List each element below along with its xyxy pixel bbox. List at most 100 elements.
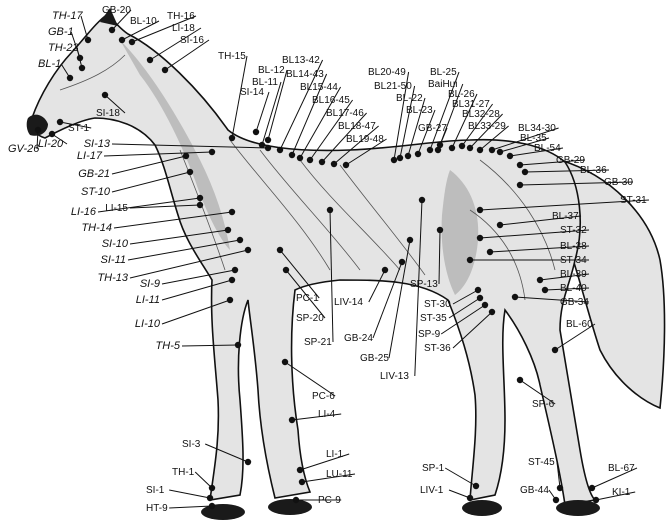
label-si9: SI-9 — [140, 278, 160, 290]
acupoint-th5 — [235, 342, 241, 348]
acupoint-ki1 — [593, 497, 599, 503]
acupoint-ht9 — [209, 503, 215, 509]
acupoint-th1 — [209, 485, 215, 491]
acupoint-sp21 — [327, 207, 333, 213]
acupoint-sp13 — [437, 227, 443, 233]
label-li1: LI-1 — [326, 449, 344, 460]
acupoint-gb30 — [517, 182, 523, 188]
label-li11: LI-11 — [136, 294, 160, 306]
label-gb27: GB-27 — [418, 123, 447, 134]
label-th15: TH-15 — [218, 51, 246, 62]
label-li4: LI-4 — [318, 409, 336, 420]
hoof-hind-left — [462, 500, 502, 516]
acupoint-bl26 — [449, 145, 455, 151]
label-si1: SI-1 — [146, 485, 165, 496]
label-gv26: GV-26 — [8, 143, 40, 155]
label-th17: TH-17 — [52, 10, 83, 22]
label-gb30: GB-30 — [604, 177, 633, 188]
acupoint-bl23 — [415, 151, 421, 157]
label-si18: SI-18 — [96, 108, 120, 119]
acupoint-gb20 — [109, 27, 115, 33]
label-bl1847: BL18-47 — [338, 121, 376, 132]
label-lu11: LU-11 — [326, 469, 353, 480]
label-bl25: BL-25 — [430, 67, 457, 78]
acupoint-li18 — [147, 57, 153, 63]
acupoint-bl1 — [67, 75, 73, 81]
label-bl3228: BL32-28 — [462, 109, 500, 120]
acupoint-pc1 — [277, 247, 283, 253]
acupoint-bl3430 — [489, 147, 495, 153]
label-gb1: GB-1 — [48, 26, 74, 38]
label-sp6: SP-6 — [532, 399, 555, 410]
leader-line — [195, 472, 212, 488]
acupoint-th16 — [129, 39, 135, 45]
label-si14: SI-14 — [240, 87, 264, 98]
acupoint-gb24 — [399, 259, 405, 265]
acupoint-si3 — [245, 459, 251, 465]
acupoint-bl1342 — [277, 147, 283, 153]
label-bl1746: BL17-46 — [326, 108, 364, 119]
label-gb44: GB-44 — [520, 485, 549, 496]
label-bl38: BL-38 — [560, 241, 587, 252]
label-bl67: BL-67 — [608, 463, 635, 474]
acupoint-bl12 — [265, 137, 271, 143]
label-bl1342: BL13-42 — [282, 55, 320, 66]
label-bl40: BL-40 — [560, 283, 587, 294]
label-bl3329: BL33-29 — [468, 121, 506, 132]
label-th14: TH-14 — [81, 222, 112, 234]
label-li18: LI-18 — [172, 23, 195, 34]
label-li10: LI-10 — [135, 318, 161, 330]
acupoint-li17 — [209, 149, 215, 155]
acupoint-bl37 — [497, 222, 503, 228]
label-th23: TH-23 — [48, 42, 79, 54]
acupoint-st45 — [557, 485, 563, 491]
acupoint-bl1645 — [307, 157, 313, 163]
acupoint-st31 — [477, 207, 483, 213]
label-si16: SI-16 — [180, 35, 204, 46]
acupoint-pc6 — [282, 359, 288, 365]
label-pc9: PC-9 — [318, 495, 341, 506]
label-st30: ST-30 — [424, 299, 451, 310]
acupoint-bl2150 — [397, 155, 403, 161]
acupoint-bl1443 — [289, 152, 295, 158]
acupoint-bl11 — [259, 142, 265, 148]
label-sp13: SP-13 — [410, 279, 438, 290]
acupoint-bl54 — [507, 153, 513, 159]
acupoint-li16 — [197, 195, 203, 201]
acupoint-bl25 — [427, 147, 433, 153]
acupoint-st32 — [477, 235, 483, 241]
label-gb34: GB-34 — [560, 297, 589, 308]
label-si13: SI-13 — [84, 138, 111, 150]
acupoint-gb21 — [183, 153, 189, 159]
acupoint-sp9 — [482, 302, 488, 308]
acupoint-st10 — [187, 169, 193, 175]
label-liv1: LIV-1 — [420, 485, 444, 496]
label-li20: LI-20 — [38, 138, 64, 150]
label-bl23: BL-23 — [406, 105, 433, 116]
label-si11: SI-11 — [101, 254, 126, 266]
label-st32: ST-32 — [560, 225, 587, 236]
label-st45: ST-45 — [528, 457, 555, 468]
acupoint-sp1 — [473, 483, 479, 489]
acupoint-sp6 — [517, 377, 523, 383]
leader-line — [169, 490, 210, 498]
label-st36: ST-36 — [424, 343, 451, 354]
label-li15: LI-15 — [105, 203, 128, 214]
acupoint-pc9 — [293, 497, 299, 503]
label-sp21: SP-21 — [304, 337, 332, 348]
label-bl37: BL-37 — [552, 211, 579, 222]
label-si10: SI-10 — [102, 238, 129, 250]
acupoint-bl36 — [522, 169, 528, 175]
acupoint-gb27 — [435, 147, 441, 153]
label-st10: ST-10 — [81, 186, 111, 198]
acupoint-gb25 — [407, 237, 413, 243]
label-th1: TH-1 — [172, 467, 195, 478]
label-st31: ST-31 — [620, 195, 647, 206]
acupoint-st1 — [57, 119, 63, 125]
label-gb25: GB-25 — [360, 353, 389, 364]
acupoint-gb1 — [77, 55, 83, 61]
leader-line — [256, 92, 269, 132]
acupoint-gb34 — [512, 294, 518, 300]
label-gb21: GB-21 — [78, 168, 110, 180]
